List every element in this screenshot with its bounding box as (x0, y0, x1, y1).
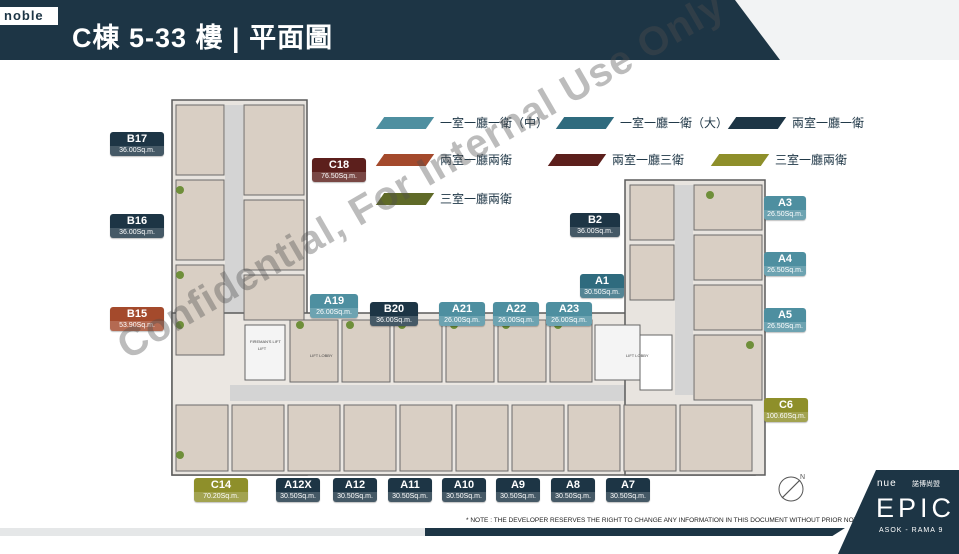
legend-label: 兩室一廳三衛 (612, 153, 685, 167)
legend-item: 兩室一廳一衛 (727, 114, 865, 131)
logo-subtitle: ASOK - RAMA 9 (879, 527, 944, 534)
legend-label: 三室一廳兩衛 (775, 153, 848, 167)
bottom-units (175, 319, 753, 472)
legend-swatch (375, 116, 435, 129)
legend: 一室一廳一衛（中） 一室一廳一衛（大） 兩室一廳一衛 兩室一廳兩衛 兩室一廳三衛… (375, 108, 864, 208)
footer-bar (425, 528, 845, 536)
disclaimer-note: * NOTE : THE DEVELOPER RESERVES THE RIGH… (466, 517, 871, 524)
right-corridor (675, 185, 693, 395)
compass-north-label: N (800, 474, 805, 481)
legend-item: 三室一廳兩衛 (375, 190, 513, 207)
legend-label: 一室一廳一衛（中） (440, 116, 549, 130)
logo-nue: nue (877, 478, 897, 489)
legend-swatch (547, 153, 607, 166)
bottom-corridor (230, 385, 740, 401)
legend-label: 一室一廳一衛（大） (620, 116, 729, 130)
lift-lobby-label-left: LIFT LOBBY (310, 353, 333, 358)
lift-label-left: LIFT (258, 346, 267, 351)
right-units (629, 184, 763, 401)
logo-chinese: 諾博尚盟 (912, 481, 940, 488)
compass-icon: N (778, 474, 805, 502)
title-bar: C棟 5-33 樓 | 平面圖 (0, 0, 780, 60)
page-title: C棟 5-33 樓 | 平面圖 (72, 23, 334, 53)
footer-accent (0, 528, 425, 536)
floor-plan: LIFT LOBBY FIREMAN'S LIFT LIFT LIFT LOBB… (171, 99, 766, 476)
legend-item: 三室一廳兩衛 (710, 151, 848, 168)
lift-lobby-label-right: LIFT LOBBY (626, 353, 649, 358)
logo-epic: EPIC (876, 493, 956, 523)
lift-core-left (244, 324, 286, 381)
left-units (175, 104, 305, 356)
brand-tag: noble (0, 7, 58, 25)
legend-item: 兩室一廳三衛 (547, 151, 685, 168)
legend-item: 兩室一廳兩衛 (375, 151, 513, 168)
legend-item: 一室一廳一衛（大） (555, 114, 729, 131)
stair-core (639, 334, 673, 391)
legend-item: 一室一廳一衛（中） (375, 114, 549, 131)
firemans-lift-label: FIREMAN'S LIFT (250, 339, 281, 344)
legend-swatch (727, 116, 787, 129)
legend-label: 兩室一廳兩衛 (440, 153, 513, 167)
legend-label: 兩室一廳一衛 (792, 116, 865, 130)
legend-label: 三室一廳兩衛 (440, 192, 513, 206)
legend-swatch (710, 153, 770, 166)
